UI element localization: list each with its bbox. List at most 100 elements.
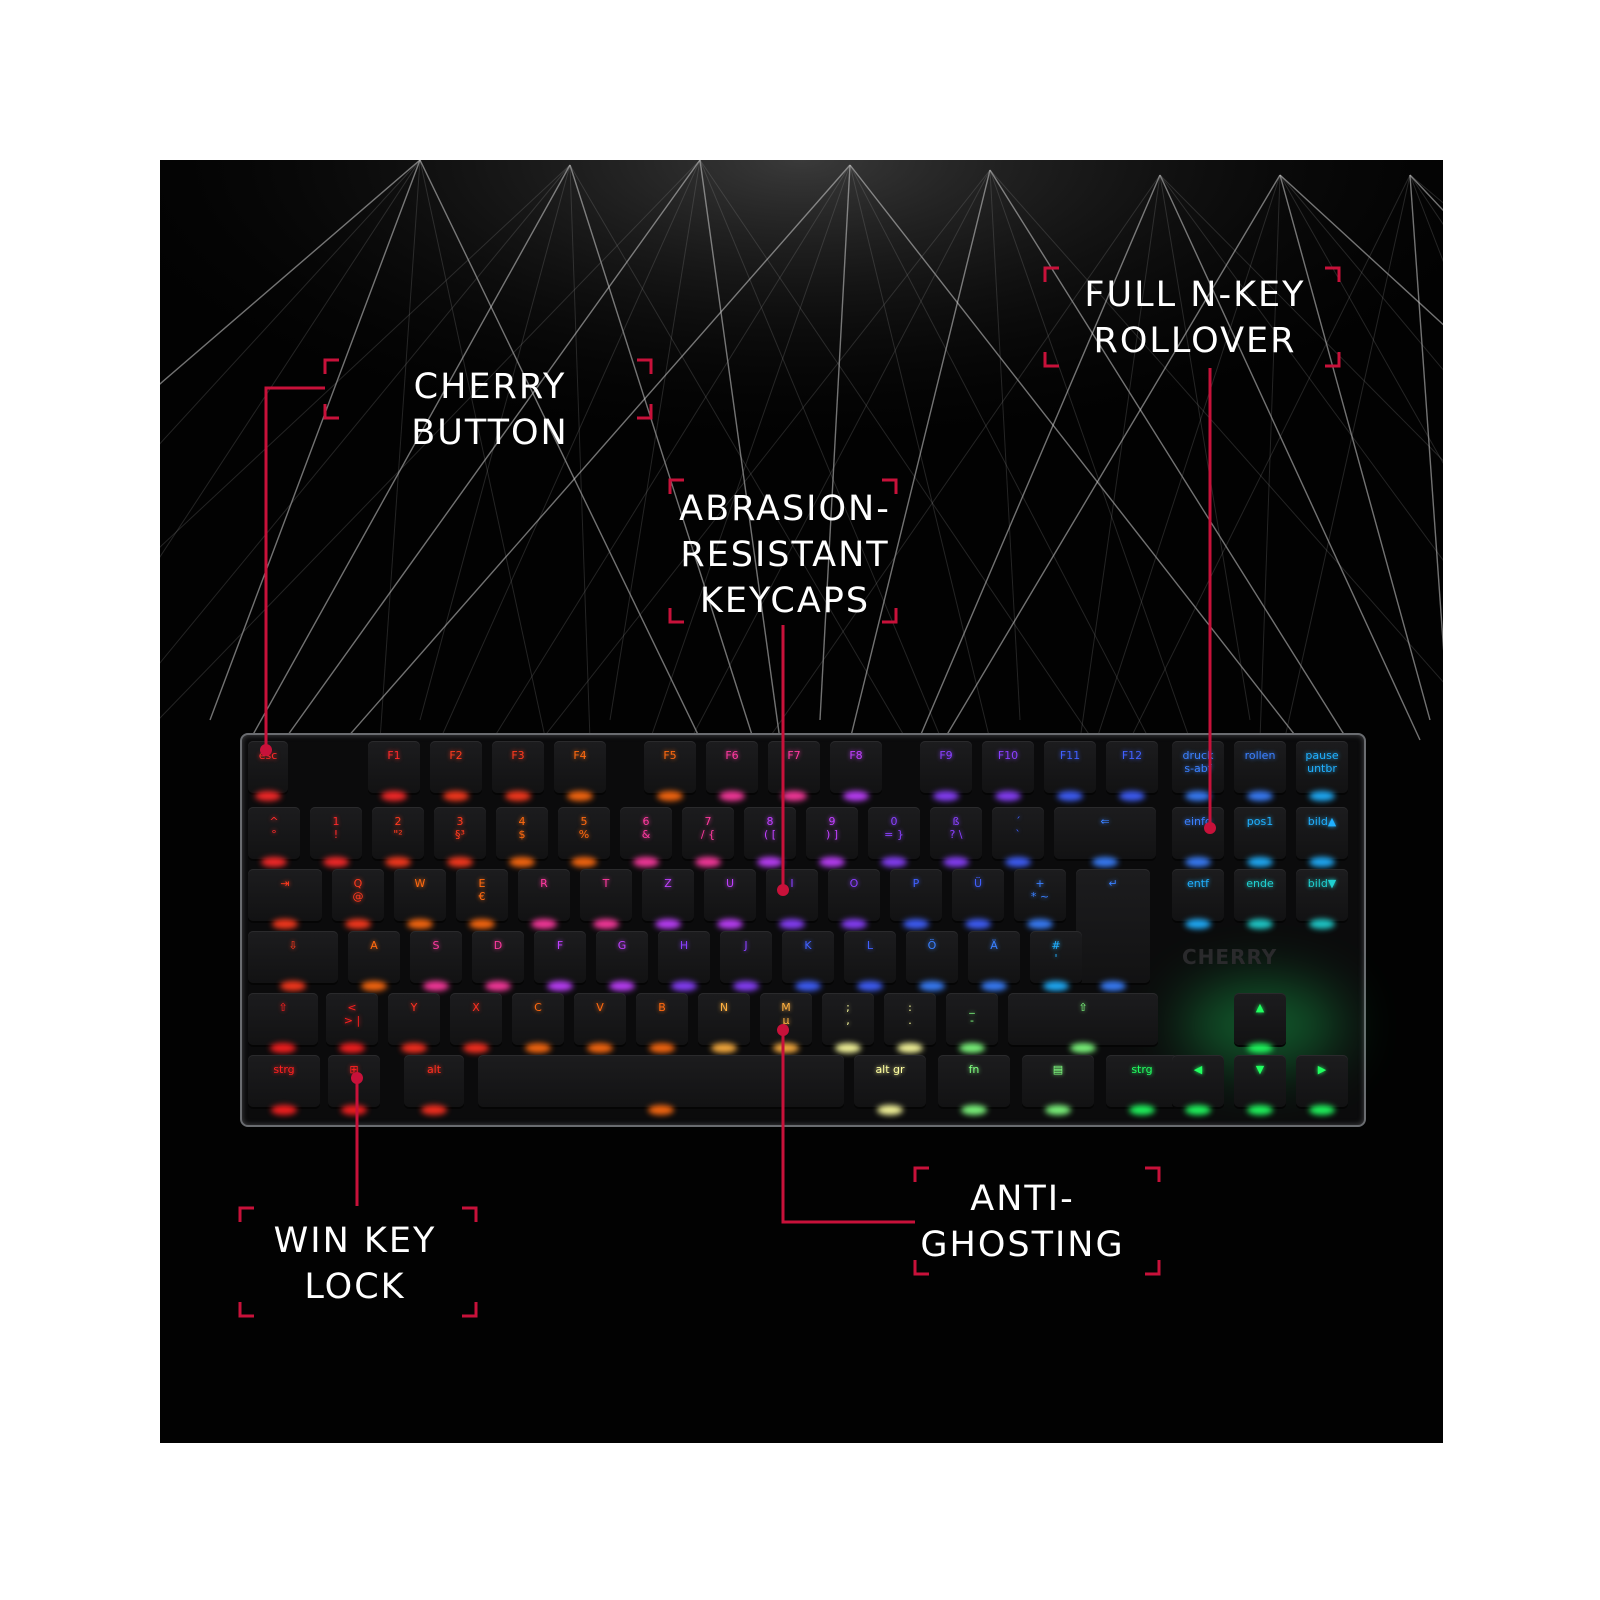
key-label: D bbox=[493, 939, 503, 952]
light-beam bbox=[1159, 174, 1251, 721]
key[interactable]: D bbox=[472, 931, 524, 983]
key[interactable]: F6 bbox=[706, 741, 758, 793]
key[interactable]: 8 ( [ bbox=[744, 807, 796, 859]
key[interactable]: F7 bbox=[768, 741, 820, 793]
key[interactable]: W bbox=[394, 869, 446, 921]
key[interactable]: ⇧ bbox=[1008, 993, 1158, 1045]
key[interactable]: S bbox=[410, 931, 462, 983]
key[interactable]: 7 / { bbox=[682, 807, 734, 859]
key[interactable]: 5 % bbox=[558, 807, 610, 859]
key[interactable]: 0 = } bbox=[868, 807, 920, 859]
key[interactable]: F8 bbox=[830, 741, 882, 793]
key[interactable]: alt gr bbox=[854, 1055, 926, 1107]
key[interactable]: ▶ bbox=[1296, 1055, 1348, 1107]
key-label: 8 ( [ bbox=[763, 815, 777, 841]
key[interactable]: F12 bbox=[1106, 741, 1158, 793]
key[interactable]: ; , bbox=[822, 993, 874, 1045]
key[interactable]: druck s-abf bbox=[1172, 741, 1224, 793]
key[interactable]: ß ? \ bbox=[930, 807, 982, 859]
key[interactable]: pause untbr bbox=[1296, 741, 1348, 793]
key[interactable]: rollen bbox=[1234, 741, 1286, 793]
key[interactable]: Ö bbox=[906, 931, 958, 983]
key[interactable]: U bbox=[704, 869, 756, 921]
key[interactable]: I bbox=[766, 869, 818, 921]
key[interactable]: F9 bbox=[920, 741, 972, 793]
key[interactable]: F bbox=[534, 931, 586, 983]
key[interactable]: T bbox=[580, 869, 632, 921]
key[interactable]: H bbox=[658, 931, 710, 983]
key[interactable]: alt bbox=[404, 1055, 464, 1107]
key[interactable]: A bbox=[348, 931, 400, 983]
key[interactable]: V bbox=[574, 993, 626, 1045]
key[interactable]: P bbox=[890, 869, 942, 921]
key[interactable]: strg bbox=[1106, 1055, 1178, 1107]
key[interactable]: ende bbox=[1234, 869, 1286, 921]
key[interactable]: ^ ° bbox=[248, 807, 300, 859]
key[interactable]: ⊞ bbox=[328, 1055, 380, 1107]
key[interactable]: ▼ bbox=[1234, 1055, 1286, 1107]
key-backlight bbox=[943, 857, 969, 867]
key[interactable]: L bbox=[844, 931, 896, 983]
key[interactable]: 4 $ bbox=[496, 807, 548, 859]
key[interactable]: M µ bbox=[760, 993, 812, 1045]
key[interactable]: Z bbox=[642, 869, 694, 921]
light-beam bbox=[1079, 174, 1161, 741]
key[interactable]: 9 ) ] bbox=[806, 807, 858, 859]
key[interactable]: F1 bbox=[368, 741, 420, 793]
key[interactable] bbox=[478, 1055, 844, 1107]
key-label: 0 = } bbox=[884, 815, 904, 841]
key[interactable]: F5 bbox=[644, 741, 696, 793]
key[interactable]: ↵ bbox=[1076, 869, 1150, 983]
key[interactable]: + * ~ bbox=[1014, 869, 1066, 921]
key[interactable]: 6 & bbox=[620, 807, 672, 859]
key[interactable]: 1 ! bbox=[310, 807, 362, 859]
key[interactable]: F10 bbox=[982, 741, 1034, 793]
key[interactable]: ⇩ bbox=[248, 931, 338, 983]
key-backlight bbox=[1309, 791, 1335, 801]
key[interactable]: ◀ bbox=[1172, 1055, 1224, 1107]
key[interactable]: Ä bbox=[968, 931, 1020, 983]
key[interactable]: N bbox=[698, 993, 750, 1045]
key-backlight bbox=[1057, 791, 1083, 801]
key[interactable]: F3 bbox=[492, 741, 544, 793]
key-backlight bbox=[648, 1105, 674, 1115]
key[interactable]: 2 "² bbox=[372, 807, 424, 859]
key[interactable]: _ - bbox=[946, 993, 998, 1045]
key[interactable]: ⇥ bbox=[248, 869, 322, 921]
key[interactable]: Y bbox=[388, 993, 440, 1045]
key[interactable]: E € bbox=[456, 869, 508, 921]
key[interactable]: Ü bbox=[952, 869, 1004, 921]
key[interactable]: K bbox=[782, 931, 834, 983]
key[interactable]: einfg bbox=[1172, 807, 1224, 859]
key[interactable]: R bbox=[518, 869, 570, 921]
key[interactable]: # ' bbox=[1030, 931, 1082, 983]
key[interactable]: Q @ bbox=[332, 869, 384, 921]
key[interactable]: C bbox=[512, 993, 564, 1045]
key[interactable]: X bbox=[450, 993, 502, 1045]
key[interactable]: : . bbox=[884, 993, 936, 1045]
key[interactable]: esc bbox=[248, 741, 288, 793]
key[interactable]: B bbox=[636, 993, 688, 1045]
key[interactable]: J bbox=[720, 931, 772, 983]
light-beam bbox=[160, 160, 421, 385]
key[interactable]: < > | bbox=[326, 993, 378, 1045]
key[interactable]: entf bbox=[1172, 869, 1224, 921]
key-backlight bbox=[385, 857, 411, 867]
key[interactable]: 3 §³ bbox=[434, 807, 486, 859]
key[interactable]: ⇐ bbox=[1054, 807, 1156, 859]
key[interactable]: pos1 bbox=[1234, 807, 1286, 859]
key[interactable]: F11 bbox=[1044, 741, 1096, 793]
key[interactable]: ▤ bbox=[1022, 1055, 1094, 1107]
key[interactable]: bild▲ bbox=[1296, 807, 1348, 859]
key[interactable]: F4 bbox=[554, 741, 606, 793]
key[interactable]: strg bbox=[248, 1055, 320, 1107]
key[interactable]: fn bbox=[938, 1055, 1010, 1107]
key[interactable]: bild▼ bbox=[1296, 869, 1348, 921]
key[interactable]: G bbox=[596, 931, 648, 983]
key[interactable]: ▲ bbox=[1234, 993, 1286, 1045]
key[interactable]: ´ ` bbox=[992, 807, 1044, 859]
key[interactable]: ⇧ bbox=[248, 993, 318, 1045]
key[interactable]: F2 bbox=[430, 741, 482, 793]
key[interactable]: O bbox=[828, 869, 880, 921]
key-backlight bbox=[323, 857, 349, 867]
